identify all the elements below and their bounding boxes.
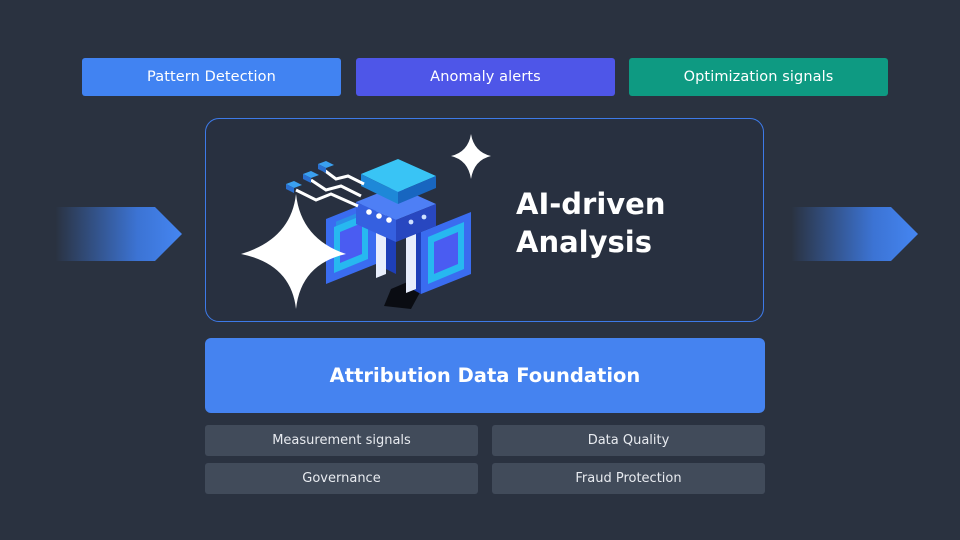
core-title: AI-driven Analysis: [516, 185, 666, 261]
ai-server-cube-icon: [236, 124, 506, 319]
governance-card: Governance: [205, 463, 478, 494]
input-arrow-icon: [55, 207, 182, 261]
fraud-protection-card: Fraud Protection: [492, 463, 765, 494]
pattern-detection-pill: Pattern Detection: [82, 58, 341, 96]
anomaly-alerts-pill: Anomaly alerts: [356, 58, 615, 96]
core-title-line-2: Analysis: [516, 225, 652, 259]
attribution-data-foundation-bar: Attribution Data Foundation: [205, 338, 765, 413]
ai-analysis-panel: AI-driven Analysis: [205, 118, 764, 322]
core-title-line-1: AI-driven: [516, 187, 666, 221]
measurement-signals-card: Measurement signals: [205, 425, 478, 456]
data-quality-card: Data Quality: [492, 425, 765, 456]
output-arrow-icon: [791, 207, 918, 261]
optimization-signals-pill: Optimization signals: [629, 58, 888, 96]
